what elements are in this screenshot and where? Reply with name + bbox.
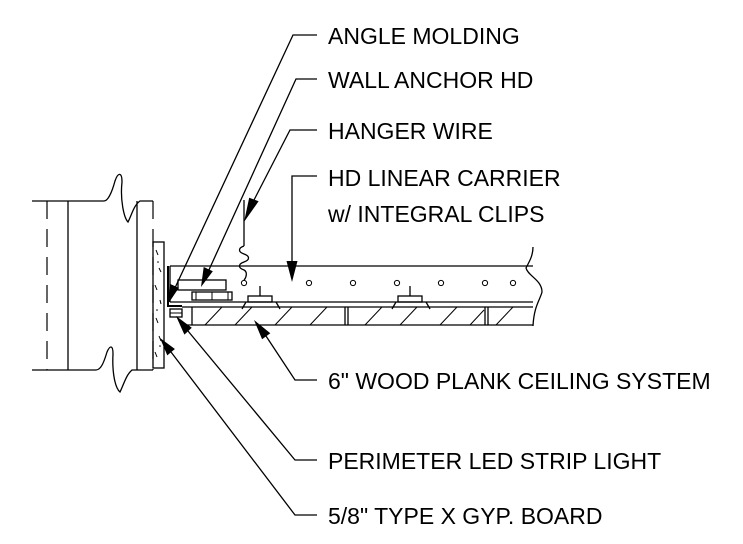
label-carrier-line2: w/ INTEGRAL CLIPS — [327, 201, 544, 227]
wood-plank-ceiling — [182, 306, 533, 326]
leader-led-strip — [176, 316, 317, 461]
wall-anchor — [177, 279, 233, 301]
label-hanger-wire: HANGER WIRE — [328, 118, 493, 144]
angle-molding — [167, 266, 182, 307]
hd-linear-carrier — [169, 265, 533, 303]
label-wall-anchor: WALL ANCHOR HD — [328, 67, 533, 93]
led-strip-light — [169, 308, 183, 318]
hanger-wire — [238, 200, 250, 281]
label-angle-molding: ANGLE MOLDING — [328, 23, 520, 49]
leader-gyp-board — [160, 338, 317, 516]
gyp-board — [152, 241, 165, 369]
gyp-board-outline — [152, 241, 165, 369]
label-wood-plank: 6" WOOD PLANK CEILING SYSTEM — [328, 368, 711, 394]
leader-carrier — [286, 175, 317, 282]
leader-wall-anchor — [201, 78, 317, 287]
integral-clip — [391, 286, 431, 310]
integral-clip — [241, 286, 281, 310]
leader-hanger-wire — [244, 129, 317, 222]
label-carrier-line1: HD LINEAR CARRIER — [328, 165, 561, 191]
label-gyp-board: 5/8" TYPE X GYP. BOARD — [328, 503, 602, 529]
leader-angle-molding — [168, 34, 317, 304]
ceiling-break-line — [525, 246, 543, 327]
wall-top-break-line — [32, 173, 153, 224]
label-led-strip: PERIMETER LED STRIP LIGHT — [328, 448, 661, 474]
wall-bottom-break-line — [32, 346, 153, 394]
leader-wood-plank — [254, 320, 317, 381]
wall-section — [32, 173, 154, 394]
